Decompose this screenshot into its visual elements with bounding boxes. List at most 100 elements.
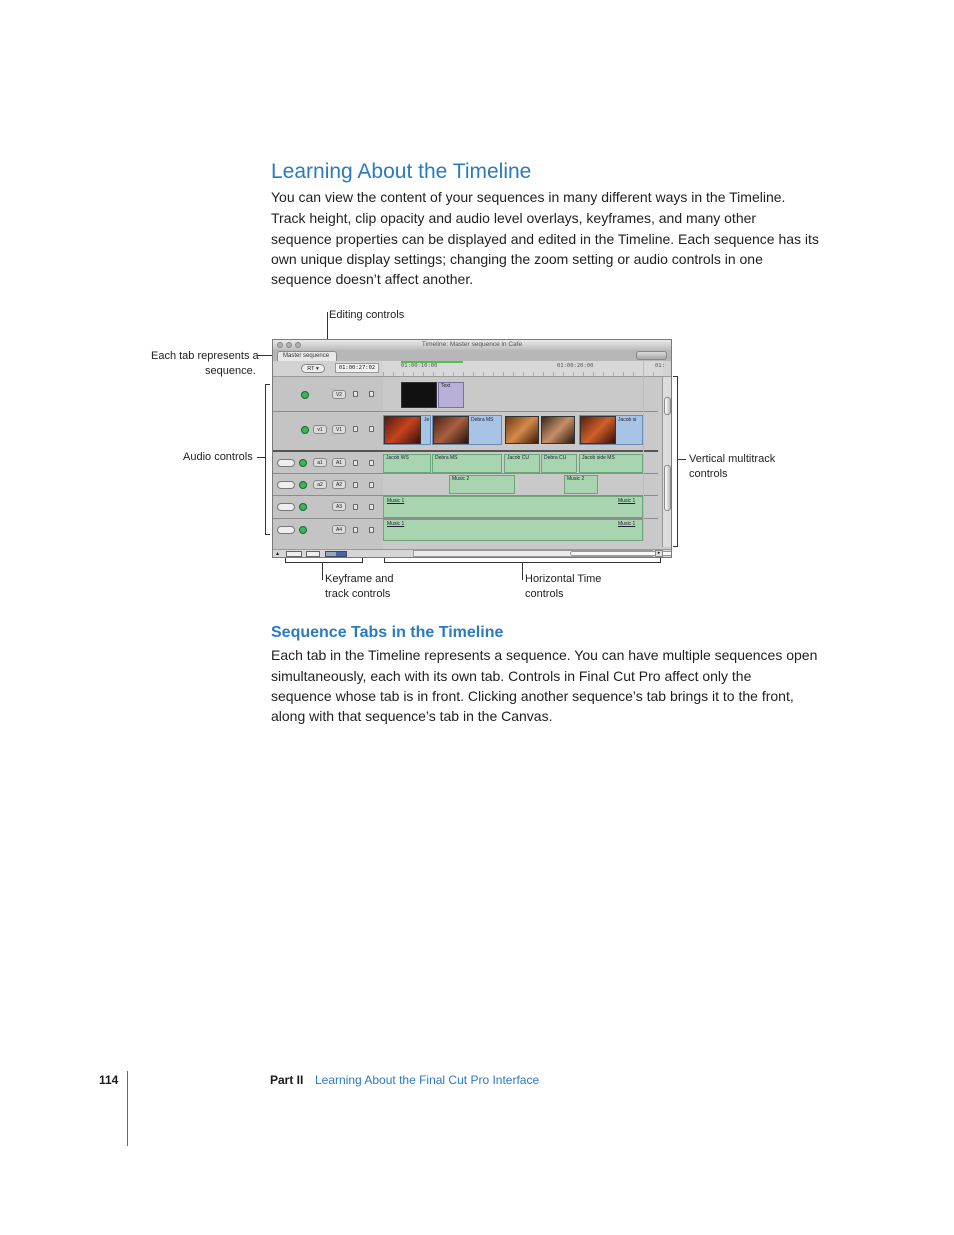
vertical-scroll-thumb[interactable] bbox=[664, 397, 671, 415]
footer-divider bbox=[127, 1071, 128, 1146]
playhead[interactable] bbox=[643, 361, 644, 541]
lock-icon[interactable] bbox=[353, 527, 358, 533]
destination-patch[interactable]: V1 bbox=[332, 425, 346, 434]
lock-icon[interactable] bbox=[353, 460, 358, 466]
speaker-icon[interactable] bbox=[299, 526, 307, 534]
clip-thumbnail bbox=[541, 416, 575, 444]
callout-bracket bbox=[362, 558, 363, 563]
speaker-icon[interactable]: ▴ bbox=[276, 551, 280, 557]
intro-line: sequence doesn’t affect another. bbox=[271, 271, 474, 287]
timeline-clip[interactable]: Music 2 bbox=[564, 475, 598, 494]
scroll-right-arrow-icon[interactable]: ▸ bbox=[655, 550, 663, 557]
source-patch[interactable]: a2 bbox=[313, 480, 327, 489]
audio-mute-solo-control[interactable] bbox=[277, 481, 295, 489]
timeline-clip[interactable]: Music 2 bbox=[449, 475, 515, 494]
destination-patch[interactable]: V2 bbox=[332, 390, 346, 399]
timeline-window-title: Timeline: Master sequence in Cafe bbox=[421, 341, 523, 348]
auto-select-icon[interactable] bbox=[369, 391, 374, 397]
callout-bracket bbox=[677, 376, 678, 547]
clip-label: Debra MS bbox=[471, 417, 494, 423]
destination-patch[interactable]: A2 bbox=[332, 480, 346, 489]
keyframe-toggle[interactable] bbox=[306, 551, 320, 557]
horizontal-time-scroller[interactable] bbox=[413, 550, 671, 557]
timeline-clip[interactable]: Jacob CU bbox=[504, 454, 540, 473]
intro-line: Track height, clip opacity and audio lev… bbox=[271, 210, 757, 226]
lock-icon[interactable] bbox=[353, 426, 358, 432]
clip-thumbnail bbox=[384, 416, 421, 444]
source-patch[interactable]: v1 bbox=[313, 425, 327, 434]
auto-select-icon[interactable] bbox=[369, 460, 374, 466]
timeline-clip[interactable]: Music 1 Music 1 bbox=[383, 519, 643, 541]
page-number: 114 bbox=[99, 1073, 119, 1087]
callout-leader bbox=[257, 457, 265, 458]
track-v1: v1 V1 Je Debra MS Jacob si bbox=[273, 411, 658, 448]
audio-mute-solo-control[interactable] bbox=[277, 526, 295, 534]
callout-bracket bbox=[673, 546, 678, 547]
callout-leader bbox=[322, 562, 323, 580]
auto-select-icon[interactable] bbox=[369, 482, 374, 488]
horizontal-scroll-thumb[interactable] bbox=[570, 551, 671, 556]
page-title: Learning About the Timeline bbox=[271, 160, 532, 183]
vertical-multitrack-scroller[interactable] bbox=[662, 377, 671, 547]
callout-bracket bbox=[265, 534, 270, 535]
close-button[interactable] bbox=[277, 342, 283, 348]
audio-mute-solo-control[interactable] bbox=[277, 503, 295, 511]
callout-horizontal: Horizontal Time bbox=[525, 573, 602, 585]
auto-select-icon[interactable] bbox=[369, 527, 374, 533]
destination-patch[interactable]: A1 bbox=[332, 458, 346, 467]
callout-editing-controls: Editing controls bbox=[329, 309, 405, 321]
clip-label: Music 1 bbox=[618, 498, 636, 504]
footer-chapter-link[interactable]: Learning About the Final Cut Pro Interfa… bbox=[315, 1073, 540, 1087]
timeline-clip[interactable]: Text bbox=[438, 382, 464, 408]
timeline-clip[interactable]: Jacob side MS bbox=[579, 454, 643, 473]
clip-thumbnail bbox=[433, 416, 469, 444]
vertical-scroll-thumb[interactable] bbox=[664, 465, 671, 511]
audio-mute-solo-control[interactable] bbox=[277, 459, 295, 467]
auto-select-icon[interactable] bbox=[369, 426, 374, 432]
zoom-button[interactable] bbox=[295, 342, 301, 348]
lock-icon[interactable] bbox=[353, 482, 358, 488]
track-a2: a2 A2 Music 2 Music 2 bbox=[273, 473, 658, 495]
footer-part: Part II bbox=[270, 1073, 304, 1087]
clip-label: Music 1 bbox=[387, 498, 405, 504]
timeline-window: Timeline: Master sequence in Cafe Master… bbox=[272, 339, 672, 558]
destination-patch[interactable]: A3 bbox=[332, 502, 346, 511]
current-timecode-field[interactable]: 01:00:27:02 bbox=[335, 363, 379, 373]
timeline-clip[interactable]: Jacob WS bbox=[383, 454, 431, 473]
lock-icon[interactable] bbox=[353, 391, 358, 397]
clip-label: Music 1 bbox=[618, 521, 636, 527]
callout-bracket bbox=[265, 384, 270, 385]
track-visibility-icon[interactable] bbox=[301, 391, 309, 399]
callout-tab: Each tab represents a bbox=[151, 350, 259, 362]
section-line: Each tab in the Timeline represents a se… bbox=[271, 647, 818, 663]
callout-bracket bbox=[285, 558, 286, 563]
callout-bracket bbox=[673, 376, 678, 377]
source-patch[interactable]: a1 bbox=[313, 458, 327, 467]
time-ruler[interactable]: 01:00:10:00 01:00:20:00 01: bbox=[383, 361, 665, 376]
track-a4: A4 Music 1 Music 1 bbox=[273, 518, 658, 541]
lock-icon[interactable] bbox=[353, 504, 358, 510]
timeline-clip[interactable]: Debra MS bbox=[432, 454, 502, 473]
callout-vertical: controls bbox=[689, 468, 728, 480]
track-visibility-icon[interactable] bbox=[301, 426, 309, 434]
render-bar bbox=[401, 361, 463, 363]
timeline-clip[interactable]: Music 1 Music 1 bbox=[383, 496, 643, 518]
intro-line: sequence properties can be displayed and… bbox=[271, 231, 819, 247]
ruler-label: 01: bbox=[655, 363, 665, 369]
timeline-options-button[interactable] bbox=[636, 351, 667, 360]
clip-label: Je bbox=[424, 417, 430, 423]
speaker-icon[interactable] bbox=[299, 503, 307, 511]
auto-select-icon[interactable] bbox=[369, 504, 374, 510]
minimize-button[interactable] bbox=[286, 342, 292, 348]
sequence-tab[interactable]: Master sequence bbox=[277, 351, 337, 361]
rt-menu-button[interactable]: RT ▾ bbox=[301, 364, 325, 373]
zoom-slider[interactable] bbox=[325, 551, 347, 557]
track-v2: V2 Text bbox=[273, 377, 658, 410]
clip-thumbnail bbox=[505, 416, 539, 444]
speaker-icon[interactable] bbox=[299, 481, 307, 489]
timeline-clip[interactable]: Debra CU bbox=[541, 454, 577, 473]
ruler-label: 01:00:10:00 bbox=[401, 363, 438, 369]
speaker-icon[interactable] bbox=[299, 459, 307, 467]
destination-patch[interactable]: A4 bbox=[332, 525, 346, 534]
track-height-control[interactable] bbox=[286, 551, 302, 557]
